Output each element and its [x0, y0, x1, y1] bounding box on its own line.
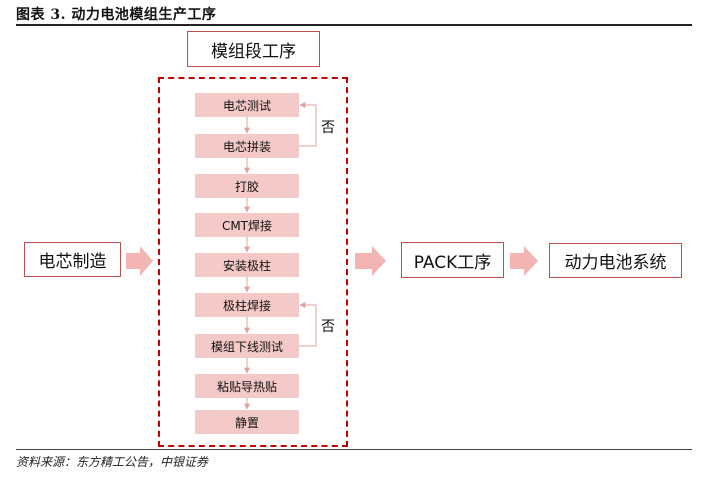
module-stage-frame	[158, 77, 348, 447]
step-thermal-pad: 粘贴导热贴	[195, 374, 299, 398]
flow-arrow-to-pack	[355, 246, 386, 276]
step-install-terminal: 安装极柱	[195, 253, 299, 277]
cell-manufacturing-box: 电芯制造	[24, 242, 121, 277]
step-cell-test: 电芯测试	[195, 93, 299, 117]
title-rule	[16, 24, 692, 26]
step-terminal-welding: 极柱焊接	[195, 293, 299, 317]
step-rest: 静置	[195, 410, 299, 434]
flow-arrow-to-module	[126, 246, 153, 276]
source-rule	[16, 449, 692, 450]
loop-arrow-1	[299, 102, 317, 147]
step-cell-assembly: 电芯拼装	[195, 134, 299, 158]
loop-arrow-2	[299, 302, 317, 347]
loop-label-no-1: 否	[321, 120, 335, 136]
module-stage-box: 模组段工序	[187, 31, 320, 67]
step-gluing: 打胶	[195, 174, 299, 198]
figure-title: 图表 3. 动力电池模组生产工序	[16, 7, 217, 23]
step-cmt-welding: CMT焊接	[195, 213, 299, 237]
power-battery-system-box: 动力电池系统	[549, 243, 682, 278]
figure-source: 资料来源：东方精工公告，中银证券	[16, 455, 209, 469]
flow-arrow-to-system	[510, 246, 538, 276]
loop-label-no-2: 否	[321, 319, 335, 335]
pack-process-box: PACK工序	[401, 242, 504, 278]
step-module-offline-test: 模组下线测试	[195, 334, 299, 358]
